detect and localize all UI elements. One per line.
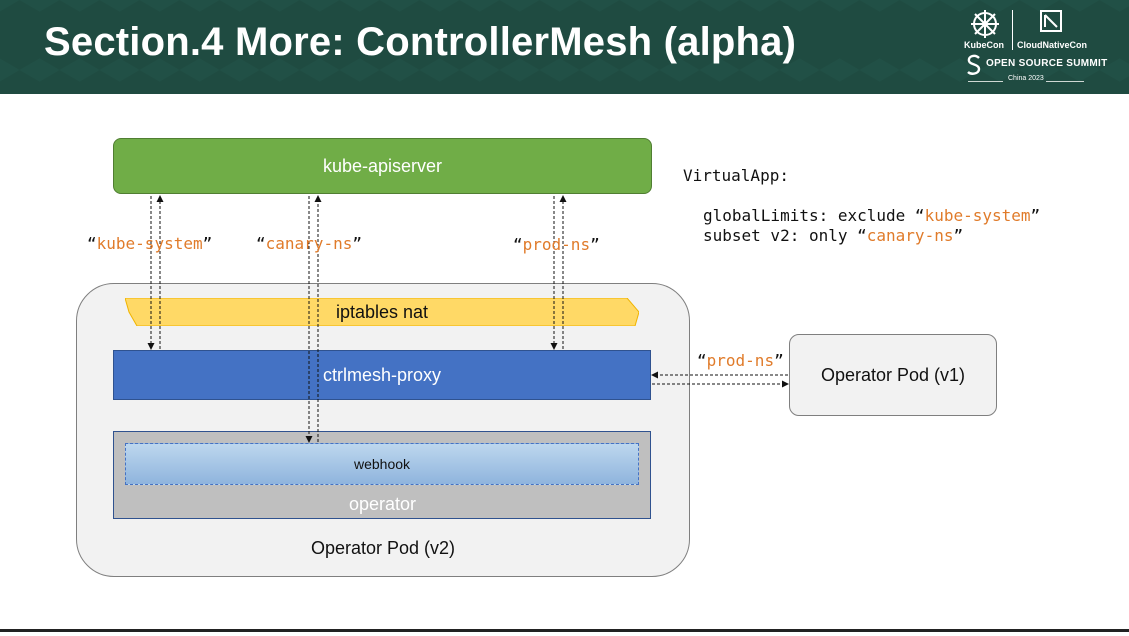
kubecon-logo — [960, 8, 1010, 56]
virtualapp-subset: subset v2: only “canary-ns” — [703, 226, 964, 245]
label-canary-ns: “canary-ns” — [256, 234, 362, 253]
oss-label: OPEN SOURCE SUMMIT — [986, 58, 1108, 69]
year-label: China 2023 — [1008, 75, 1044, 82]
cloudnativecon-logo — [1040, 10, 1062, 32]
oss-line-right — [1046, 81, 1084, 82]
cncf-square-icon — [1040, 10, 1062, 32]
logo-divider — [1012, 10, 1013, 50]
virtualapp-heading: VirtualApp: — [683, 166, 789, 185]
operator-pod-v2-label: Operator Pod (v2) — [310, 537, 456, 558]
label-prod-ns: “prod-ns” — [513, 235, 600, 254]
label-kube-system: “kube-system” — [87, 234, 213, 253]
slide-bottom-border — [0, 629, 1129, 632]
diagram-area: Operator Pod (v2) kube-apiserver iptable… — [0, 94, 1129, 636]
webhook-box: webhook — [125, 443, 639, 485]
oss-line-left — [968, 81, 1003, 82]
virtualapp-global-limits: globalLimits: exclude “kube-system” — [703, 206, 1041, 225]
iptables-nat-label: iptables nat — [335, 301, 429, 322]
kubecon-label: KubeCon — [964, 40, 1004, 50]
slide-title: Section.4 More: ControllerMesh (alpha) — [44, 20, 797, 64]
kube-apiserver-box: kube-apiserver — [113, 138, 652, 194]
operator-label: operator — [348, 493, 417, 514]
oss-s-icon — [966, 54, 982, 76]
kubecon-helm-icon — [971, 10, 999, 38]
operator-pod-v2-container — [76, 283, 690, 577]
slide-header — [0, 0, 1129, 94]
ctrlmesh-proxy-box: ctrlmesh-proxy — [113, 350, 651, 400]
label-prod-ns-v1: “prod-ns” — [697, 351, 784, 370]
iptables-nat-ribbon: iptables nat — [125, 298, 639, 326]
cloudnativecon-label: CloudNativeCon — [1017, 40, 1088, 50]
operator-pod-v1-box: Operator Pod (v1) — [789, 334, 997, 416]
